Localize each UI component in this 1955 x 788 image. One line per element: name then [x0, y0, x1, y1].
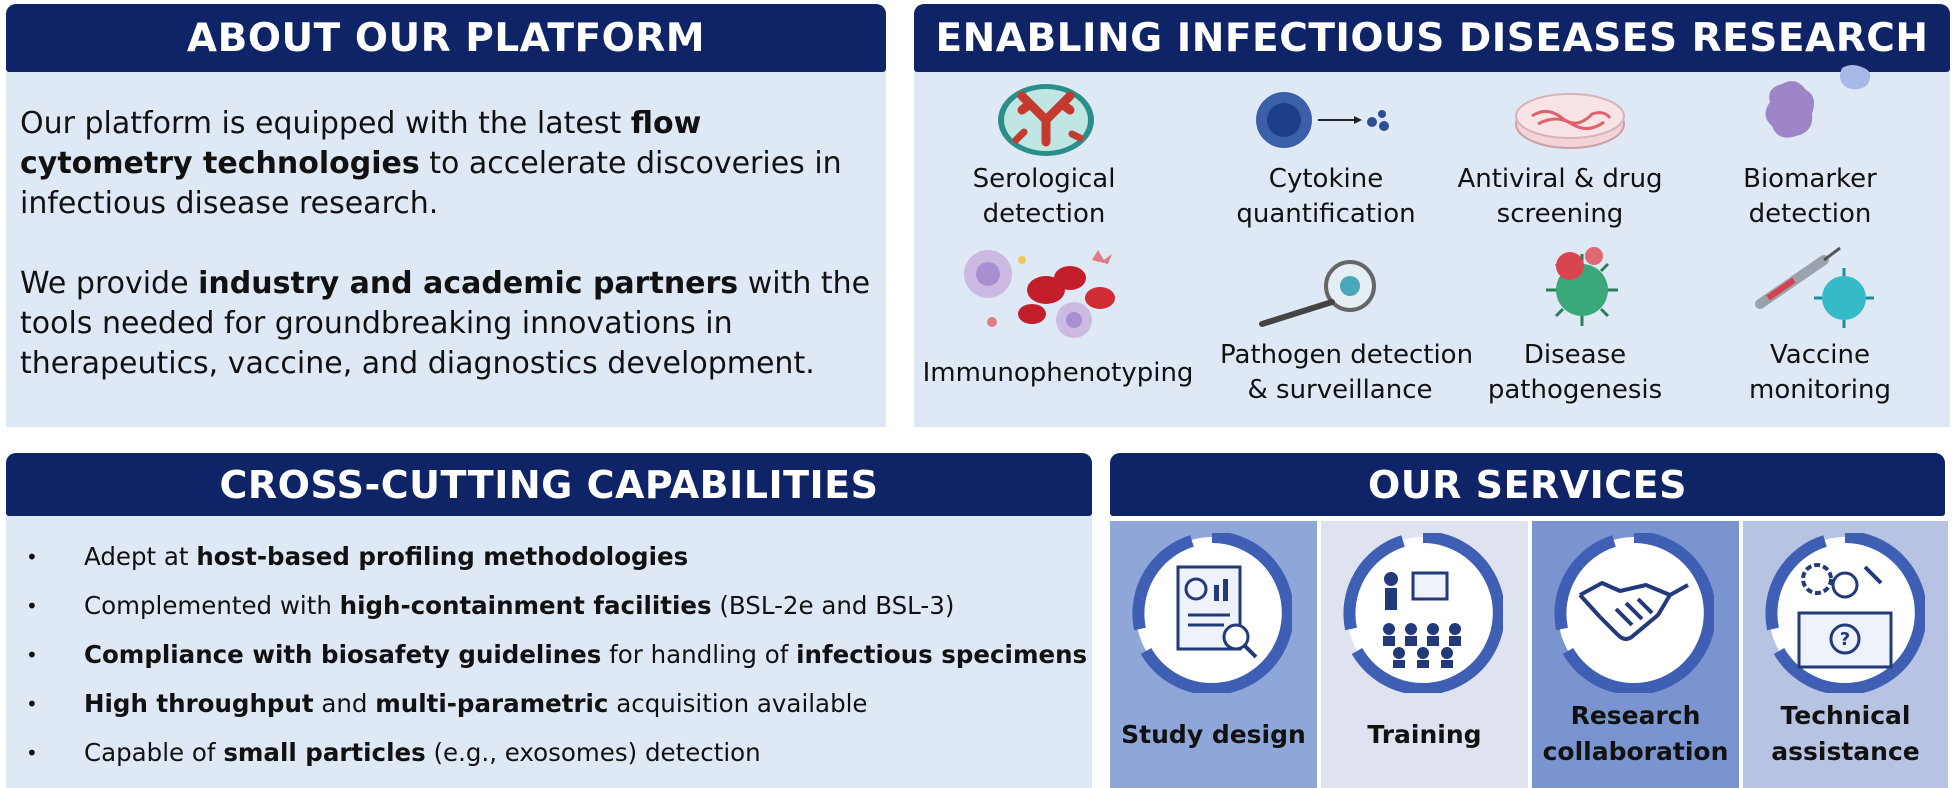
- bullet: •: [26, 594, 38, 618]
- cross-title: CROSS-CUTTING CAPABILITIES: [219, 462, 879, 507]
- handshake-icon: [1554, 533, 1714, 693]
- cap-bold: high-containment facilities: [339, 591, 712, 620]
- app-immunophenotyping: Immunophenotyping: [918, 356, 1198, 391]
- cytokine-icon: [1256, 92, 1389, 148]
- app-immunophenotyping-line1: Immunophenotyping: [922, 358, 1194, 388]
- app-cytokine-line1: Cytokine: [1268, 164, 1384, 194]
- service-label-line2: collaboration: [1542, 737, 1729, 766]
- app-vaccine-line1: Vaccine: [1770, 340, 1870, 370]
- bullet: •: [26, 643, 38, 667]
- cap-bold: High throughput: [84, 689, 314, 718]
- app-pathogen-line1: Pathogen detection: [1220, 340, 1474, 370]
- report-icon: [1132, 533, 1292, 693]
- about-p1-text-c: to accelerate discoveries in infectious …: [20, 146, 842, 221]
- presentation-icon: [1343, 533, 1503, 693]
- petri-dish-icon: [1515, 93, 1625, 149]
- services-header: OUR SERVICES: [1110, 453, 1945, 516]
- about-p2-text-c: with the tools needed for groundbreaking…: [20, 266, 871, 381]
- cap-text: and: [313, 689, 376, 718]
- enabling-header: ENABLING INFECTIOUS DISEASES RESEARCH: [914, 4, 1950, 72]
- about-p1-bold: flow cytometry technologies: [20, 106, 702, 181]
- about-paragraph-1: Our platform is equipped with the latest…: [20, 104, 880, 224]
- cap-bold: host-based profiling methodologies: [196, 542, 689, 571]
- app-cytokine: Cytokine quantification: [1216, 162, 1436, 232]
- virus-icon: [1546, 247, 1618, 326]
- svg-text:?: ?: [1840, 629, 1850, 650]
- app-vaccine-line2: monitoring: [1749, 375, 1891, 405]
- capability-row: • High throughput and multi-parametric ac…: [26, 689, 868, 719]
- app-pathogen: Pathogen detection & surveillance: [1220, 338, 1474, 408]
- about-p2-text-a: We provide: [20, 266, 199, 301]
- capability-row: • Adept at host-based profiling methodolo…: [26, 542, 688, 572]
- capability-row: • Capable of small particles (e.g., exoso…: [26, 738, 761, 768]
- cap-text: Capable of: [84, 738, 224, 767]
- bullet: •: [26, 692, 38, 716]
- about-p2-bold: industry and academic partners: [198, 266, 739, 301]
- enabling-panel: Serological detection Cytokine quantific…: [914, 65, 1950, 427]
- app-pathogen-line2: & surveillance: [1247, 375, 1433, 405]
- service-label: Training: [1367, 720, 1482, 749]
- cap-text: acquisition available: [608, 689, 868, 718]
- syringe-virus-icon: [1755, 246, 1874, 328]
- app-antiviral: Antiviral & drug screening: [1450, 162, 1670, 232]
- app-biomarker: Biomarker detection: [1700, 162, 1920, 232]
- about-paragraph-2: We provide industry and academic partner…: [20, 264, 880, 384]
- support-desk-icon: ?: [1765, 533, 1925, 693]
- blood-cells-icon: [964, 250, 1115, 338]
- capability-row: • Compliance with biosafety guidelines fo…: [26, 640, 1087, 670]
- about-panel: Our platform is equipped with the latest…: [6, 72, 886, 427]
- app-serological-line1: Serological: [972, 164, 1116, 194]
- app-cytokine-line2: quantification: [1236, 199, 1416, 229]
- cap-bold: infectious specimens: [796, 640, 1088, 669]
- app-pathogenesis: Disease pathogenesis: [1470, 338, 1680, 408]
- cross-header: CROSS-CUTTING CAPABILITIES: [6, 453, 1092, 516]
- cap-text: Complemented with: [84, 591, 340, 620]
- app-pathogenesis-line1: Disease: [1523, 340, 1627, 370]
- service-training[interactable]: Training: [1321, 521, 1528, 788]
- bullet: •: [26, 545, 38, 569]
- antibody-icon: [998, 84, 1094, 156]
- about-title: ABOUT OUR PLATFORM: [186, 15, 706, 61]
- cross-panel: • Adept at host-based profiling methodolo…: [6, 516, 1092, 788]
- app-antiviral-line2: screening: [1496, 199, 1624, 229]
- cap-text: (BSL-2e and BSL-3): [711, 591, 955, 620]
- app-biomarker-line1: Biomarker: [1743, 164, 1877, 194]
- cap-text: for handling of: [601, 640, 797, 669]
- service-label-line1: Research: [1570, 701, 1701, 730]
- enabling-title: ENABLING INFECTIOUS DISEASES RESEARCH: [935, 15, 1929, 61]
- app-vaccine: Vaccine monitoring: [1710, 338, 1930, 408]
- cap-bold: multi-parametric: [375, 689, 609, 718]
- cap-bold: small particles: [223, 738, 426, 767]
- service-study-design[interactable]: Study design: [1110, 521, 1317, 788]
- biomarker-icon: [1765, 65, 1871, 138]
- bullet: •: [26, 741, 38, 765]
- service-label-line2: assistance: [1771, 737, 1920, 766]
- cap-bold: Compliance with biosafety guidelines: [84, 640, 602, 669]
- service-technical-assistance[interactable]: ? Technical assistance: [1743, 521, 1948, 788]
- capability-row: • Complemented with high-containment faci…: [26, 591, 954, 621]
- service-label-line1: Technical: [1780, 701, 1911, 730]
- magnifier-virus-icon: [1259, 260, 1376, 327]
- app-biomarker-line2: detection: [1748, 199, 1872, 229]
- cap-text: Adept at: [84, 542, 197, 571]
- services-title: OUR SERVICES: [1368, 462, 1687, 507]
- app-pathogenesis-line2: pathogenesis: [1487, 375, 1663, 405]
- service-label: Study design: [1121, 720, 1306, 749]
- service-research-collaboration[interactable]: Research collaboration: [1532, 521, 1739, 788]
- app-serological: Serological detection: [934, 162, 1154, 232]
- about-p1-text-a: Our platform is equipped with the latest: [20, 106, 631, 141]
- about-header: ABOUT OUR PLATFORM: [6, 4, 886, 72]
- app-serological-line2: detection: [982, 199, 1106, 229]
- app-antiviral-line1: Antiviral & drug: [1457, 164, 1663, 194]
- cap-text: (e.g., exosomes) detection: [425, 738, 761, 767]
